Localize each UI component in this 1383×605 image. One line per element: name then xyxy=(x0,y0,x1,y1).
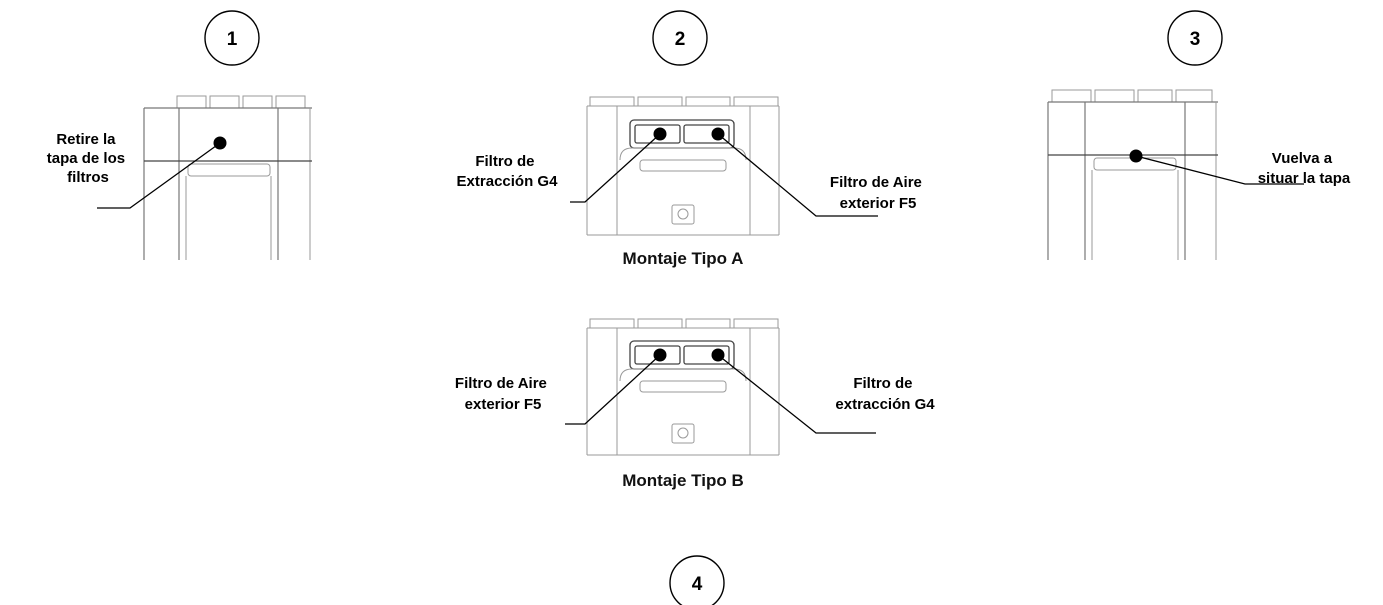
step-3-number: 3 xyxy=(1190,29,1201,50)
mount-type-b: Filtro de Aire exterior F5 Filtro de ext… xyxy=(455,318,935,490)
step-1: 1 Retire la tapa de los filtros xyxy=(47,10,312,260)
mount-type-a: Filtro de Extracción G4 Filtro de Aire e… xyxy=(457,96,926,268)
step-3-label: Vuelva a situar la tapa xyxy=(1258,150,1351,187)
step-2-number: 2 xyxy=(675,29,686,50)
step-1-number-badge: 1 xyxy=(204,10,260,66)
step-4-number-badge: 4 xyxy=(669,555,725,605)
lid-leader-line xyxy=(97,142,221,209)
unit-open-illustration-b xyxy=(586,318,780,456)
unit-open-illustration-a xyxy=(586,96,780,236)
lid-leader-line-3 xyxy=(1135,155,1304,185)
extract-filter-leader-a xyxy=(570,133,661,203)
mount-a-right-label: Filtro de Aire exterior F5 xyxy=(830,174,926,212)
step-3-number-badge: 3 xyxy=(1167,10,1223,66)
outdoor-filter-leader-b xyxy=(565,354,661,425)
step-1-label: Retire la tapa de los filtros xyxy=(47,131,130,186)
mount-b-caption: Montaje Tipo B xyxy=(622,471,744,490)
mount-a-caption: Montaje Tipo A xyxy=(623,249,744,268)
mount-a-left-label: Filtro de Extracción G4 xyxy=(457,153,559,190)
mount-b-left-label: Filtro de Aire exterior F5 xyxy=(455,375,551,413)
unit-lid-replaced-illustration xyxy=(1047,89,1218,260)
step-2: 2 xyxy=(455,10,935,490)
mount-b-right-label: Filtro de extracción G4 xyxy=(835,375,935,413)
step-2-number-badge: 2 xyxy=(652,10,708,66)
step-4-number: 4 xyxy=(692,574,703,595)
extract-filter-leader-b xyxy=(717,354,876,434)
step-1-number: 1 xyxy=(227,29,238,50)
step-3: 3 Vuelva a situar la tapa xyxy=(1047,10,1351,260)
outdoor-filter-leader-a xyxy=(717,133,878,217)
unit-lid-removal-illustration xyxy=(143,95,312,260)
